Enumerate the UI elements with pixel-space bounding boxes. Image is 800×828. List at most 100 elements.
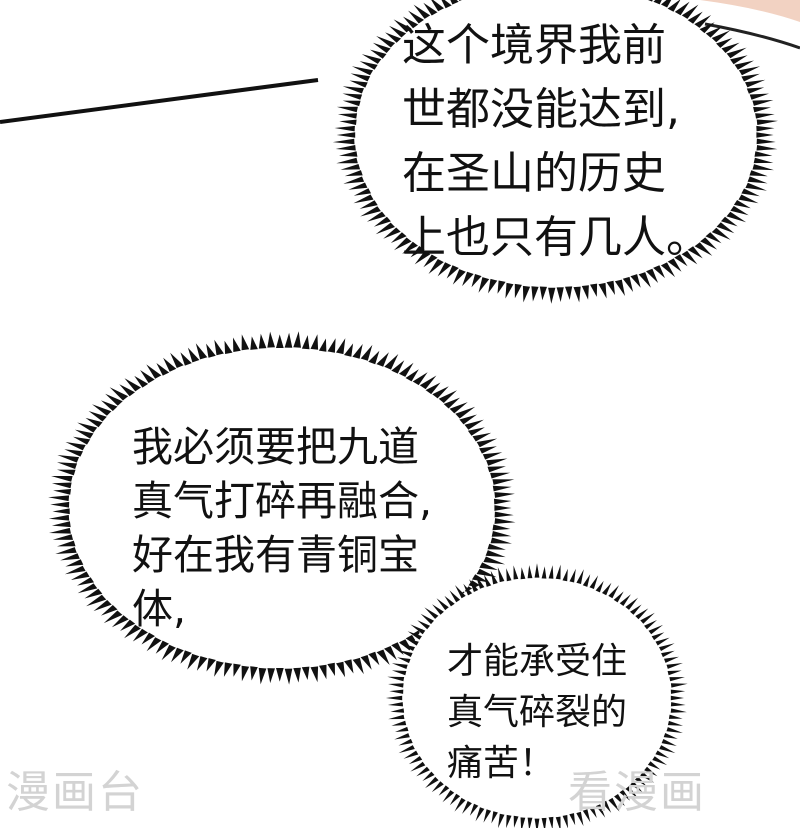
bubble-spike — [405, 369, 419, 382]
bubble-spike — [670, 683, 688, 688]
bubble-spike — [476, 438, 498, 448]
bubble-spike — [576, 569, 584, 584]
bubble-spike — [492, 485, 512, 492]
bubble-spike — [410, 761, 426, 772]
bubble-spike — [385, 695, 403, 701]
bubble-spike — [352, 657, 364, 675]
bubble-spike — [666, 663, 683, 669]
bubble-spike — [77, 577, 94, 586]
bubble-spike — [569, 813, 576, 826]
bubble-spike — [625, 786, 639, 799]
bubble-spike — [730, 205, 749, 216]
bubble-spike — [505, 282, 514, 299]
bubble-spike — [582, 574, 591, 587]
bubble-spike — [576, 811, 584, 827]
bubble-spike — [494, 518, 516, 524]
bubble-spike — [223, 662, 233, 677]
bubble-spike — [438, 390, 457, 403]
bubble-spike — [630, 781, 643, 793]
bubble-spike — [449, 590, 461, 603]
bubble-spike — [105, 393, 123, 406]
bubble-spike — [640, 612, 655, 624]
bubble-spike — [267, 668, 275, 684]
bubble-spike — [336, 661, 346, 678]
bubble-spike — [687, 11, 703, 24]
bubble-spike — [359, 61, 378, 70]
bubble-spike — [467, 427, 485, 436]
bubble-spike — [458, 0, 462, 1]
bubble-spike — [398, 650, 413, 657]
bubble-spike — [86, 594, 107, 607]
bubble-spike — [51, 476, 73, 482]
watermark-right: 看漫画 — [568, 767, 706, 818]
bubble-spike — [348, 182, 368, 190]
bubble-spike — [667, 0, 681, 12]
bubble-spike — [425, 382, 441, 395]
bubble-spike — [667, 258, 682, 272]
bubble-spike — [398, 738, 413, 746]
bubble-spike — [390, 232, 407, 243]
bubble-spike — [667, 720, 683, 726]
bubble-spike — [57, 540, 76, 547]
bubble-spike — [454, 797, 466, 812]
bubble-spike — [556, 287, 564, 302]
bubble-line: 在圣山的历史 — [402, 148, 666, 199]
bubble-spike — [161, 644, 176, 661]
bubble-line: 好在我有青铜宝 — [132, 531, 419, 579]
bubble-spike — [752, 100, 774, 106]
bubble-spike — [343, 176, 365, 184]
bubble-spike — [375, 222, 395, 235]
bubble-spike — [527, 565, 533, 579]
bubble-spike — [187, 347, 200, 363]
bubble-spike — [399, 643, 415, 651]
bubble-spike — [385, 32, 402, 43]
bubble-spike — [52, 534, 73, 540]
bubble-spike — [733, 200, 751, 209]
bubble-spike — [548, 816, 554, 828]
bubble-spike — [565, 286, 573, 300]
bubble-spike — [661, 650, 675, 658]
bubble-spike — [258, 667, 267, 685]
burst-bubble-bottom-right — [385, 563, 688, 828]
bubble-spike — [488, 278, 498, 294]
bubble-spike — [390, 708, 405, 713]
bubble-spike — [625, 597, 639, 610]
bubble-bottom-right-text: 才能承受住 真气碎裂的 痛苦！ — [447, 636, 627, 789]
bubble-spike — [405, 638, 419, 646]
bubble-spike — [359, 200, 378, 209]
bubble-spike — [393, 19, 412, 33]
bubble-spike — [598, 282, 607, 299]
bubble-body — [350, 0, 762, 293]
bubble-spike — [746, 87, 765, 94]
bubble-spike — [101, 605, 118, 616]
bubble-spike — [644, 620, 657, 630]
bubble-spike — [513, 815, 519, 828]
bubble-spike — [233, 337, 241, 352]
bubble-spike — [417, 620, 430, 630]
bubble-spike — [53, 489, 71, 495]
bubble-spike — [494, 492, 515, 498]
bubble-spike — [373, 216, 391, 227]
bubble-spike — [492, 524, 511, 531]
bubble-spike — [146, 364, 162, 379]
bubble-spike — [755, 113, 775, 119]
bubble-spike — [670, 708, 687, 713]
bubble-spike — [60, 553, 80, 561]
bubble-spike — [614, 279, 625, 296]
bubble-spike — [284, 332, 293, 348]
bubble-spike — [674, 1, 690, 16]
bubble-spike — [84, 588, 103, 599]
bubble-line: 上也只有几人。 — [402, 212, 710, 263]
bubble-spike — [351, 66, 374, 76]
bubble-spike — [436, 598, 449, 611]
bubble-spike — [391, 360, 405, 374]
bubble-spike — [171, 647, 184, 663]
bubble-spike — [442, 790, 455, 803]
bubble-spike — [640, 772, 655, 783]
bubble-spike — [140, 370, 155, 384]
bubble-spike — [482, 452, 503, 460]
bubble-spike — [469, 579, 479, 592]
bubble-spike — [360, 344, 373, 361]
bubble-spike — [387, 676, 405, 682]
